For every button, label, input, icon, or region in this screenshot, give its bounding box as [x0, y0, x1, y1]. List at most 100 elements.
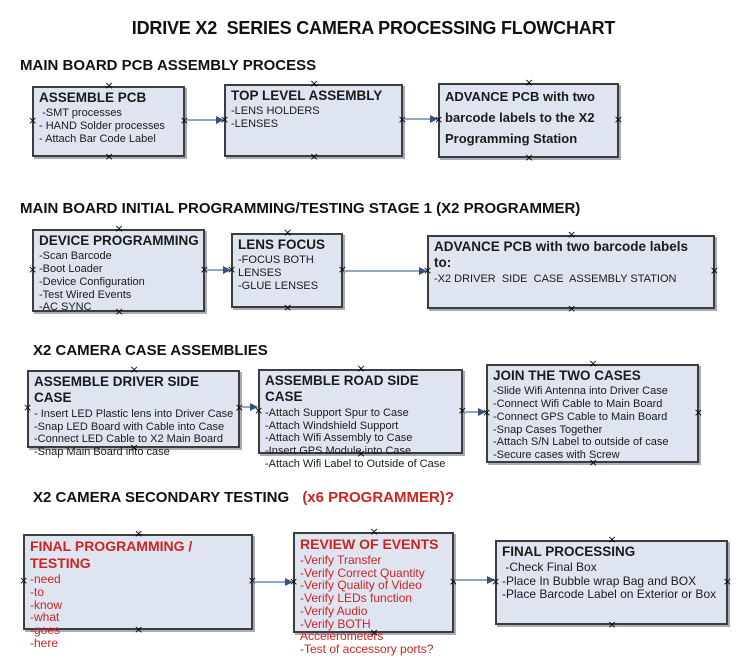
- box-items: -Slide Wifi Antenna into Driver Case-Con…: [493, 385, 693, 461]
- connector-handle-icon: ×: [722, 574, 732, 588]
- box-items: -LENS HOLDERS-LENSES: [231, 105, 397, 130]
- box-items: -X2 DRIVER SIDE CASE ASSEMBLY STATION: [434, 273, 709, 286]
- arrow-line: [344, 270, 421, 272]
- box-item: -what: [30, 610, 60, 625]
- box-item: -Secure cases with Screw: [493, 448, 620, 461]
- box-item: -Device Configuration: [39, 275, 145, 288]
- arrowhead-icon: [487, 576, 495, 584]
- box-item: -goes: [30, 622, 61, 637]
- box-item: -Place In Bubble wrap Bag and BOX: [502, 573, 697, 588]
- arrowhead-icon: [223, 266, 231, 274]
- box-item: -to: [30, 584, 45, 599]
- box-item: -Check Final Box: [502, 560, 597, 575]
- box-item: -Test of accessory ports?: [300, 642, 434, 656]
- flow-box-device-programming: DEVICE PROGRAMMING -Scan Barcode-Boot Lo…: [28, 223, 209, 317]
- connector-handle-icon: ×: [524, 151, 534, 164]
- flow-arrow: [241, 403, 258, 411]
- box-item: -Attach Wifi Assembly to Case: [265, 432, 413, 445]
- box-title: ASSEMBLE DRIVER SIDE CASE: [34, 374, 203, 406]
- arrowhead-icon: [430, 115, 438, 123]
- connector-handle-icon: ×: [693, 405, 703, 419]
- box-item: - HAND Solder processes: [39, 120, 165, 133]
- box-item: -Place Barcode Label on Exterior or Box: [502, 586, 717, 601]
- box-item: -here: [30, 635, 59, 650]
- arrow-line: [206, 269, 225, 271]
- box-item: -LENSES: [231, 118, 279, 131]
- box-item: -Verify BOTH Accelerometers: [300, 616, 384, 644]
- flow-arrow: [186, 116, 224, 124]
- connector-handle-icon: ×: [283, 301, 293, 314]
- box-item: -know: [30, 597, 63, 612]
- box-item: -Attach Windshield Support: [265, 419, 399, 432]
- flow-box-top-level-assembly: TOP LEVEL ASSEMBLY -LENS HOLDERS-LENSES …: [220, 78, 407, 162]
- arrow-line: [455, 579, 489, 581]
- box-items: -Verify Transfer-Verify Correct Quantity…: [300, 554, 448, 656]
- box-item: -LENS HOLDERS: [231, 105, 320, 118]
- arrowhead-icon: [478, 408, 486, 416]
- flow-arrow: [254, 578, 293, 586]
- arrow-line: [241, 406, 252, 408]
- arrowhead-icon: [250, 403, 258, 411]
- heading-red-part: (x6 PROGRAMMER)?: [302, 489, 454, 506]
- flow-box-assemble-driver-side-case: ASSEMBLE DRIVER SIDE CASE - Insert LED P…: [23, 364, 244, 458]
- flow-box-assemble-road-side-case: ASSEMBLE ROAD SIDE CASE -Attach Support …: [254, 363, 467, 470]
- box-item: -Test Wired Events: [39, 288, 132, 301]
- box-item: -Boot Loader: [39, 263, 103, 276]
- flow-box-join-the-two-cases: JOIN THE TWO CASES -Slide Wifi Antenna i…: [482, 358, 703, 468]
- arrow-line: [464, 411, 480, 413]
- arrowhead-icon: [216, 116, 224, 124]
- box-title: ADVANCE PCB with two barcode labels to t…: [445, 89, 599, 146]
- connector-handle-icon: ×: [613, 112, 623, 126]
- connector-handle-icon: ×: [104, 150, 114, 163]
- box-title: LENS FOCUS: [238, 237, 326, 252]
- box-item: - Attach Bar Code Label: [39, 132, 156, 145]
- box-item: -need: [30, 572, 61, 587]
- box-item: -Attach S/N Label to outside of case: [493, 436, 669, 449]
- box-title: ASSEMBLE PCB: [39, 90, 147, 105]
- flow-arrow: [344, 267, 427, 275]
- flow-box-assemble-pcb: ASSEMBLE PCB -SMT processes- HAND Solder…: [28, 80, 189, 162]
- box-title: JOIN THE TWO CASES: [493, 368, 641, 383]
- connector-handle-icon: ×: [23, 401, 33, 414]
- box-items: -Scan Barcode-Boot Loader-Device Configu…: [39, 250, 199, 314]
- connector-handle-icon: ×: [28, 262, 38, 276]
- box-item: -Scan Barcode: [39, 250, 112, 263]
- box-item: -AC SYNC: [39, 301, 92, 314]
- box-title: ASSEMBLE ROAD SIDE CASE: [265, 373, 423, 405]
- box-item: - Insert LED Plastic lens into Driver Ca…: [34, 407, 234, 420]
- connector-handle-icon: ×: [28, 113, 38, 127]
- box-items: -need-to-know-what-goes-here: [30, 573, 247, 649]
- box-item: -Connect LED Cable to X2 Main Board: [34, 433, 223, 446]
- box-item: -Verify LEDs function: [300, 591, 413, 606]
- box-title: FINAL PROGRAMMING / TESTING: [30, 538, 197, 572]
- connector-handle-icon: ×: [309, 150, 319, 163]
- box-items: -SMT processes- HAND Solder processes- A…: [39, 107, 179, 145]
- section-heading-case-assemblies: X2 CAMERA CASE ASSEMBLIES: [33, 342, 268, 359]
- section-heading-secondary-testing: X2 CAMERA SECONDARY TESTING (x6 PROGRAMM…: [33, 489, 454, 506]
- box-item: -X2 DRIVER SIDE CASE ASSEMBLY STATION: [434, 272, 677, 285]
- arrowhead-icon: [285, 578, 293, 586]
- box-item: -GLUE LENSES: [238, 279, 319, 292]
- section-heading-pcb-assembly: MAIN BOARD PCB ASSEMBLY PROCESS: [20, 57, 317, 74]
- flow-box-lens-focus: LENS FOCUS -FOCUS BOTH LENSES-GLUE LENSE…: [227, 227, 347, 313]
- box-item: -Verify Correct Quantity: [300, 565, 425, 580]
- box-items: -FOCUS BOTH LENSES-GLUE LENSES: [238, 254, 337, 292]
- arrow-line: [254, 581, 287, 583]
- section-heading-initial-programming: MAIN BOARD INITIAL PROGRAMMING/TESTING S…: [20, 200, 581, 217]
- box-item: -Insert GPS Module into Case: [265, 445, 412, 458]
- flow-arrow: [206, 266, 231, 274]
- arrow-line: [404, 118, 432, 120]
- heading-black-part: X2 CAMERA SECONDARY TESTING: [33, 489, 294, 506]
- arrow-line: [186, 119, 218, 121]
- connector-handle-icon: ×: [709, 264, 719, 277]
- box-item: -Attach Support Spur to Case: [265, 406, 409, 419]
- box-title: ADVANCE PCB with two barcode labels to:: [434, 239, 692, 271]
- box-item: -SMT processes: [39, 107, 122, 120]
- flow-box-final-programming-testing: FINAL PROGRAMMING / TESTING -need-to-kno…: [19, 528, 257, 649]
- box-item: -Snap LED Board with Cable into Case: [34, 420, 225, 433]
- flow-arrow: [455, 576, 495, 584]
- connector-handle-icon: ×: [607, 618, 617, 631]
- box-item: -Attach Wifi Label to Outside of Case: [265, 457, 446, 470]
- box-title: FINAL PROCESSING: [502, 544, 636, 559]
